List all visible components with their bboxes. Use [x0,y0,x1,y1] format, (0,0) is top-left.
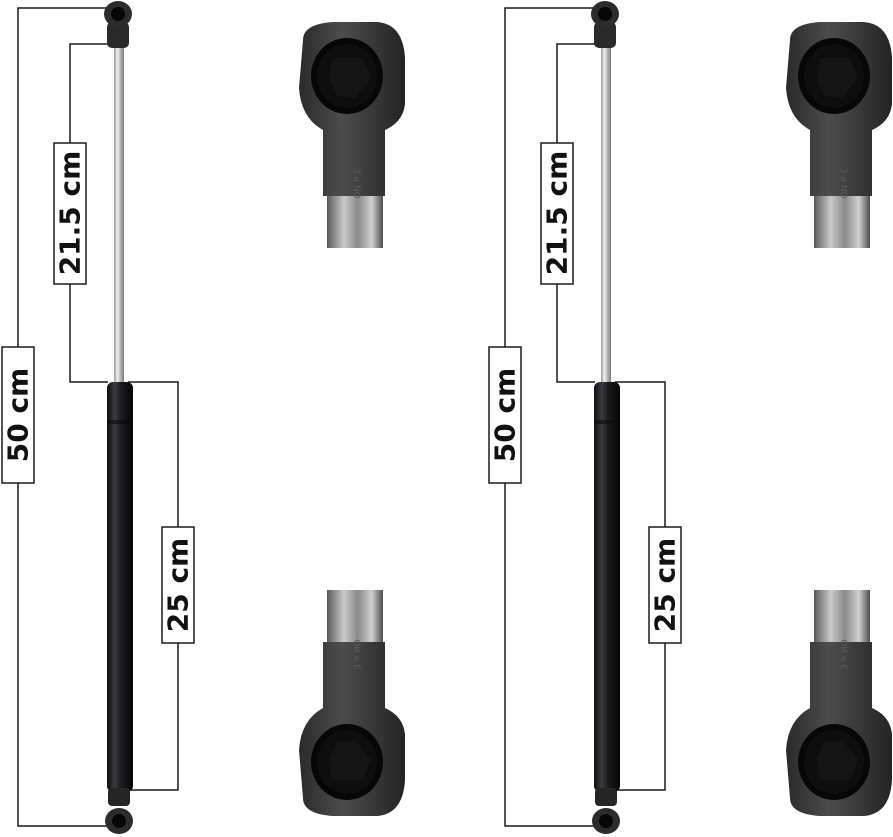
fitting-detail-top-2 [786,22,892,248]
strut-2-body-length-label: 25 cm [648,526,682,644]
strut-2-dimension-lines [504,7,666,827]
strut-1-dimension-lines [17,7,179,827]
strut-1-bottom-eyelet [105,788,133,834]
strut-2: 50 cm 21.5 cm 25 cm [488,1,682,834]
fitting-detail-bottom-2 [786,590,892,816]
strut-2-rod-length-label: 21.5 cm [540,142,574,285]
strut-1-rod-text: 21.5 cm [54,151,87,276]
strut-2-rod [601,44,611,384]
strut-1-body-length-label: 25 cm [161,526,195,644]
fitting-detail-bottom-1 [299,590,405,816]
strut-1-body-text: 25 cm [162,538,195,633]
strut-1-top-eyelet [104,1,132,48]
fitting-detail-top-1 [299,22,405,248]
strut-1-rod [114,44,124,384]
strut-1-overall-length-label: 50 cm [1,346,35,484]
strut-1-overall-text: 50 cm [2,368,35,463]
strut-2-overall-length-label: 50 cm [488,346,522,484]
strut-1-rod-length-label: 21.5 cm [53,142,87,285]
strut-2-body-text: 25 cm [649,538,682,633]
strut-2-overall-text: 50 cm [489,368,522,463]
strut-2-bottom-eyelet [592,788,620,834]
strut-2-rod-text: 21.5 cm [541,151,574,276]
strut-2-top-eyelet [591,1,619,48]
strut-1-cylinder [107,382,133,792]
strut-1: 50 cm 21.5 cm 25 cm [1,1,195,834]
strut-2-cylinder [594,382,620,792]
